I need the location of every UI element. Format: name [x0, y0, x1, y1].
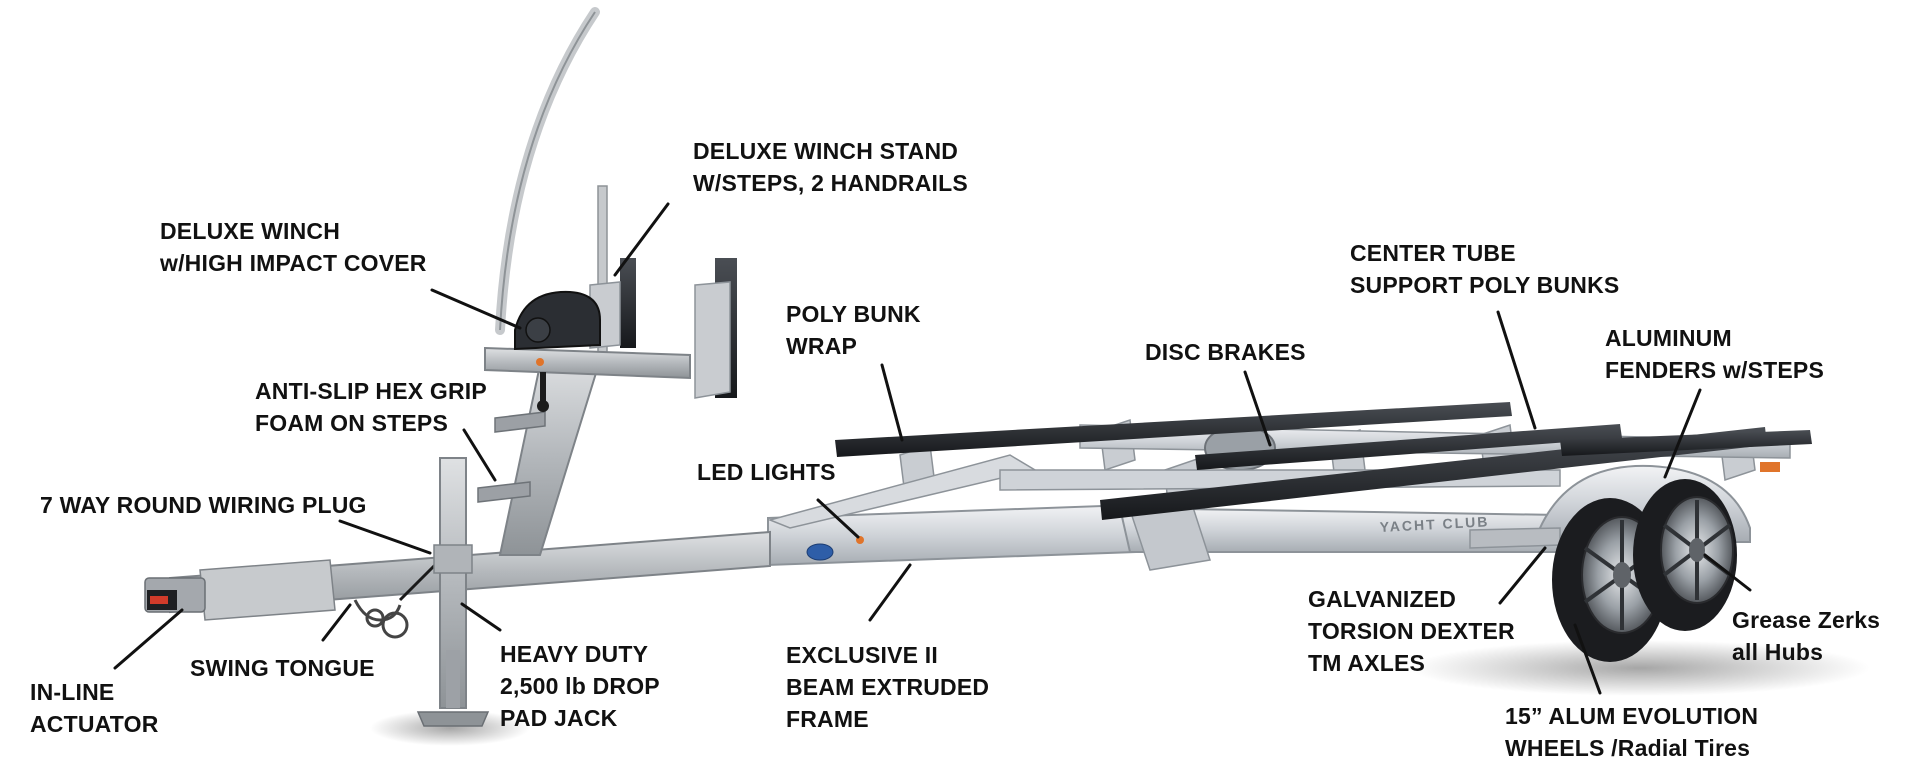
- jack-pad: [416, 711, 490, 727]
- callout-galvanized-torsion: GALVANIZED TORSION DEXTER TM AXLES: [1308, 586, 1515, 676]
- callout-deluxe-winch: DELUXE WINCH w/HIGH IMPACT COVER: [160, 218, 427, 276]
- callout-heavy-duty-jack: HEAVY DUTY 2,500 lb DROP PAD JACK: [500, 641, 660, 731]
- leader-winch-stand: [613, 202, 670, 277]
- safety-chains: [353, 599, 409, 639]
- leader-poly-bunk: [880, 363, 904, 442]
- leader-disc-brakes: [1243, 370, 1272, 447]
- leader-actuator: [113, 608, 184, 670]
- callout-deluxe-winch-stand: DELUXE WINCH STAND W/STEPS, 2 HANDRAILS: [693, 138, 968, 196]
- winch-drum: [525, 317, 551, 343]
- ground-shadow-jack: [370, 710, 530, 746]
- jack-inner: [446, 650, 460, 708]
- leader-wheels: [1573, 623, 1602, 695]
- coupler-label: [150, 596, 168, 604]
- callout-led-lights: LED LIGHTS: [697, 459, 836, 485]
- bow-stop-bracket: [694, 281, 731, 399]
- bow-stop-left: [620, 258, 636, 348]
- callout-in-line-actuator: IN-LINE ACTUATOR: [30, 679, 159, 737]
- frame-logo: YACHT CLUB: [1379, 513, 1489, 535]
- winch-stand-steps: [477, 411, 546, 503]
- winch-hook: [537, 400, 549, 412]
- callout-swing-tongue: SWING TONGUE: [190, 655, 375, 681]
- callout-anti-slip: ANTI-SLIP HEX GRIP FOAM ON STEPS: [255, 378, 487, 436]
- callout-center-tube: CENTER TUBE SUPPORT POLY BUNKS: [1350, 240, 1620, 298]
- frame-badge: [806, 543, 834, 561]
- leader-winch: [430, 288, 522, 330]
- leader-anti-slip: [462, 428, 497, 482]
- winch-cover: [514, 290, 601, 351]
- callout-grease-zerks: Grease Zerks all Hubs: [1732, 607, 1881, 665]
- wheel-rear: [1633, 479, 1737, 631]
- leader-led: [816, 498, 860, 539]
- callout-wiring-plug: 7 WAY ROUND WIRING PLUG: [40, 492, 367, 518]
- winch-knob: [536, 358, 544, 366]
- callout-aluminum-fenders: ALUMINUM FENDERS w/STEPS: [1605, 325, 1824, 383]
- leader-grease: [1703, 553, 1752, 592]
- winch-stand-post: [498, 353, 602, 556]
- poly-bunk-left: [835, 402, 1512, 457]
- callout-exclusive-beam: EXCLUSIVE II BEAM EXTRUDED FRAME: [786, 642, 990, 732]
- winch-strap: [540, 372, 546, 408]
- leader-swing-tongue: [321, 603, 352, 642]
- leader-torsion: [1498, 546, 1547, 605]
- rear-amber-light: [1760, 462, 1780, 472]
- leader-lines: [113, 202, 1752, 695]
- poly-bunk-rear: [1560, 430, 1812, 456]
- leader-fenders: [1663, 388, 1702, 479]
- winch-crossbar: [484, 346, 691, 380]
- callout-wheels: 15” ALUM EVOLUTION WHEELS /Radial Tires: [1505, 703, 1759, 761]
- leader-wiring-plug: [338, 519, 432, 555]
- tongue-front-box: [199, 559, 336, 621]
- leader-beam: [868, 563, 912, 622]
- ground-shadow-wheels: [1410, 640, 1870, 696]
- callout-disc-brakes: DISC BRAKES: [1145, 339, 1306, 365]
- leader-jack: [460, 602, 502, 632]
- fender-step: [1469, 527, 1561, 549]
- poly-bunk-center: [1195, 424, 1622, 470]
- jack-handle-box: [433, 544, 473, 574]
- callout-poly-bunk-wrap: POLY BUNK WRAP: [786, 301, 921, 359]
- leader-center-tube: [1496, 310, 1537, 430]
- bow-rail: [495, 7, 600, 335]
